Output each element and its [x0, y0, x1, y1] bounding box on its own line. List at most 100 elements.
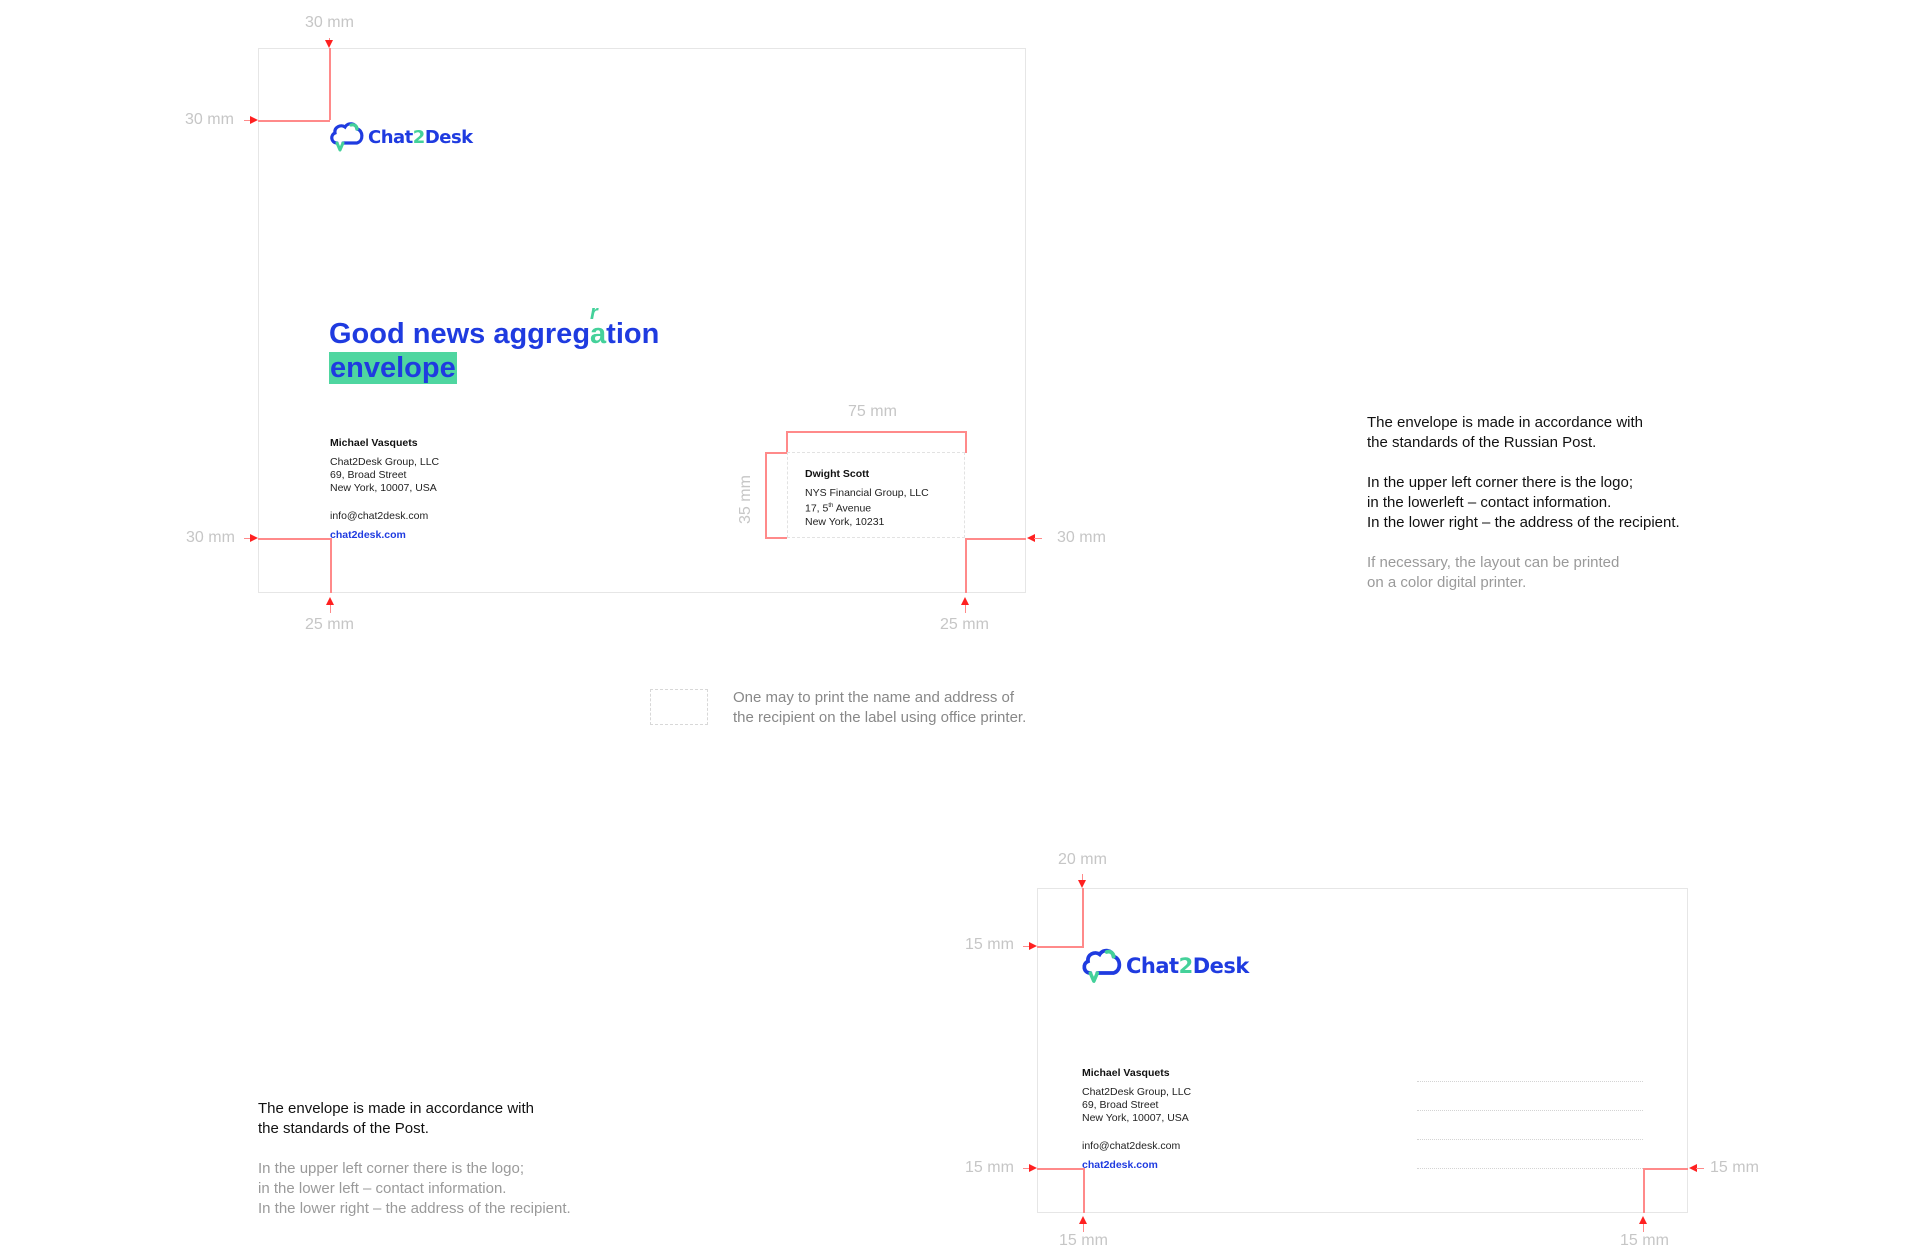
dim-bottom-right: 25 mm — [940, 616, 989, 633]
headline-correction-mark: r — [590, 302, 598, 324]
envelope-dl — [1037, 888, 1688, 1213]
label-outline-right — [965, 431, 967, 453]
dim-left-offset-top: 15 mm — [965, 936, 1014, 953]
dl-note-line-5: In the lower right – the address of the … — [258, 1200, 571, 1217]
arrow-up-icon — [1079, 1216, 1087, 1224]
recipient-street-rest: Avenue — [833, 502, 872, 515]
dl-note-line-3: In the upper left corner there is the lo… — [258, 1160, 524, 1177]
logo: Chat2Desk — [329, 121, 473, 153]
sender-company: Chat2Desk Group, LLC — [1082, 1086, 1192, 1098]
c5-note-line-1: The envelope is made in accordance with — [1367, 414, 1643, 431]
dim-line-vertical — [329, 48, 331, 120]
arrow-up-icon — [1639, 1216, 1647, 1224]
dim-tail — [1083, 1224, 1084, 1232]
recipient-city: New York, 10231 — [805, 515, 885, 528]
sender-website[interactable]: chat2desk.com — [330, 529, 406, 541]
c5-note-line-3: In the upper left corner there is the lo… — [1367, 474, 1633, 491]
dim-label-height: 35 mm — [737, 475, 754, 524]
recipient-street-sup: th — [828, 503, 834, 509]
dim-line-vertical — [1082, 888, 1084, 948]
cloud-chat-icon — [330, 122, 364, 152]
logo-text-two: 2 — [412, 126, 426, 148]
sender-website[interactable]: chat2desk.com — [1082, 1159, 1158, 1171]
dim-tail — [1023, 946, 1031, 947]
dim-line-horizontal — [258, 538, 330, 540]
label-outline-step-h — [765, 452, 787, 454]
address-line — [1417, 1168, 1643, 1169]
dim-line-horizontal — [1037, 946, 1083, 948]
dim-bottom-left: 25 mm — [305, 616, 354, 633]
dim-bottom-right: 15 mm — [1620, 1232, 1669, 1249]
label-outline-step — [786, 431, 788, 453]
sender-street: 69, Broad Street — [330, 469, 407, 481]
label-hint-note: One may to print the name and address of… — [733, 688, 1026, 728]
logo: Chat2Desk — [1081, 947, 1249, 985]
dim-line-vertical — [1083, 1168, 1085, 1213]
arrow-left-icon — [1689, 1164, 1697, 1172]
sender-street: 69, Broad Street — [1082, 1099, 1159, 1111]
cloud-chat-icon — [1082, 948, 1122, 983]
dim-tail — [244, 538, 252, 539]
recipient-street-num: 17, 5 — [805, 502, 829, 515]
dim-tail — [1034, 538, 1042, 539]
logo-text-chat: Chat — [1126, 954, 1179, 978]
dim-right-offset: 15 mm — [1710, 1159, 1759, 1176]
address-line — [1417, 1110, 1643, 1111]
c5-note-line-2: the standards of the Russian Post. — [1367, 434, 1597, 451]
dim-line-horizontal — [1037, 1168, 1083, 1170]
logo-text-desk: Desk — [424, 126, 473, 148]
logo-text-desk: Desk — [1192, 954, 1250, 978]
dim-tail — [1696, 1168, 1704, 1169]
recipient-address: Dwight Scott NYS Financial Group, LLC 17… — [805, 468, 929, 529]
recipient-name: Dwight Scott — [805, 468, 870, 480]
dim-top-offset: 30 mm — [305, 14, 354, 31]
c5-note-line-7: on a color digital printer. — [1367, 574, 1527, 591]
logo-text-two: 2 — [1178, 954, 1194, 978]
dim-top-offset: 20 mm — [1058, 851, 1107, 868]
address-line — [1417, 1139, 1643, 1140]
dim-line-vertical — [965, 538, 967, 593]
dim-tail — [965, 605, 966, 613]
dim-left-offset-bottom: 30 mm — [186, 529, 235, 546]
dl-notes: The envelope is made in accordance with … — [258, 1099, 571, 1219]
dim-tail — [1643, 1224, 1644, 1232]
sender-name: Michael Vasquets — [330, 437, 418, 449]
dim-tail — [1082, 874, 1083, 882]
recipient-street: 17, 5th Avenue — [805, 500, 929, 516]
arrow-up-icon — [326, 597, 334, 605]
sender-email[interactable]: info@chat2desk.com — [330, 510, 429, 522]
label-outline-top — [786, 431, 966, 433]
dl-note-line-2: the standards of the Post. — [258, 1120, 429, 1137]
arrow-right-icon — [1029, 942, 1037, 950]
arrow-down-icon — [1078, 880, 1086, 888]
dim-line-horizontal — [965, 538, 1026, 540]
c5-notes: The envelope is made in accordance with … — [1367, 413, 1680, 593]
c5-note-line-6: If necessary, the layout can be printed — [1367, 554, 1620, 571]
dim-tail — [1023, 1168, 1031, 1169]
dim-bottom-left: 15 mm — [1059, 1232, 1108, 1249]
headline-letter: a — [590, 318, 607, 350]
c5-note-line-4: in the lowerleft – contact information. — [1367, 494, 1612, 511]
dim-label-width: 75 mm — [848, 403, 897, 420]
sender-company: Chat2Desk Group, LLC — [330, 456, 440, 468]
arrow-right-icon — [250, 116, 258, 124]
arrow-left-icon — [1027, 534, 1035, 542]
headline-line-2: envelope — [329, 351, 659, 385]
sender-email[interactable]: info@chat2desk.com — [1082, 1140, 1181, 1152]
envelope-c5 — [258, 48, 1026, 593]
recipient-company: NYS Financial Group, LLC — [805, 487, 929, 499]
sender-contact: Michael Vasquets Chat2Desk Group, LLC 69… — [1082, 1067, 1191, 1172]
c5-note-line-5: In the lower right – the address of the … — [1367, 514, 1680, 531]
label-hint-line-1: One may to print the name and address of — [733, 689, 1014, 706]
arrow-down-icon — [325, 40, 333, 48]
label-outline-bottom — [765, 537, 787, 539]
address-label-box — [787, 452, 965, 538]
sender-contact: Michael Vasquets Chat2Desk Group, LLC 69… — [330, 437, 439, 542]
dl-note-line-1: The envelope is made in accordance with — [258, 1100, 534, 1117]
headline-text-end: tion — [606, 318, 660, 350]
sender-name: Michael Vasquets — [1082, 1067, 1170, 1079]
label-outline-left — [765, 452, 767, 538]
